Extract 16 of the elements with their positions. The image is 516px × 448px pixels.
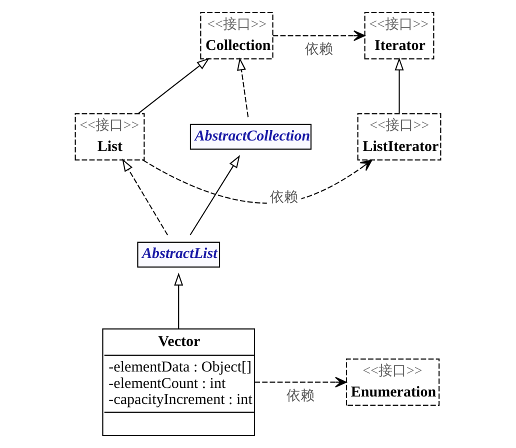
node-box: <<接口>> Iterator — [364, 12, 434, 60]
arrow — [138, 58, 210, 114]
arrow — [394, 57, 404, 114]
arrow — [254, 376, 347, 388]
node-box: <<接口>> List — [74, 113, 145, 160]
node-box: <<接口>> ListIterator — [357, 113, 442, 160]
node-box: <<接口>> Collection — [200, 12, 274, 60]
node-box: <<接口>> Enumeration — [346, 358, 440, 406]
arrow — [174, 272, 184, 329]
arrow — [237, 57, 249, 118]
arrow — [122, 158, 168, 236]
edge-label: 依赖 — [286, 388, 315, 404]
edge-label: 依赖 — [270, 190, 298, 206]
arrow — [190, 155, 240, 236]
arrow — [272, 30, 366, 42]
edge-label: 依赖 — [304, 42, 333, 58]
